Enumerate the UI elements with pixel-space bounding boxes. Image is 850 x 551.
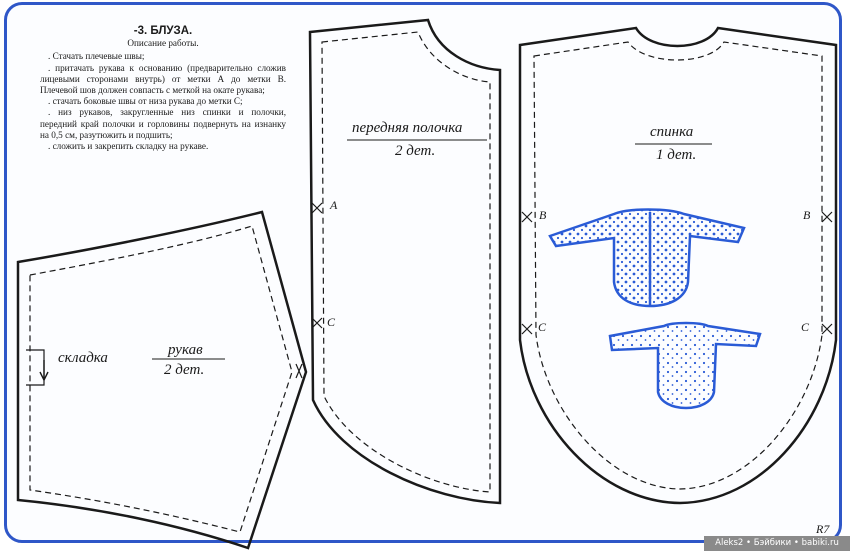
back-name-label: спинка bbox=[650, 124, 694, 140]
front-pattern-piece bbox=[308, 18, 502, 505]
section-subtitle: Описание работы. bbox=[127, 38, 199, 49]
front-mark-a: А bbox=[330, 198, 338, 212]
front-name-label: передняя полочка bbox=[352, 120, 463, 136]
back-mark-b-right: В bbox=[803, 208, 811, 222]
instruction-step: . низ рукавов, закругленные низ спинки и… bbox=[40, 107, 286, 140]
back-mark-c-right: С bbox=[801, 320, 810, 334]
sleeve-fold-label: складка bbox=[58, 350, 108, 366]
watermark-text: Aleks2 • Бэйбики • babiki.ru bbox=[704, 536, 850, 551]
work-instructions: -3. БЛУЗА. Описание работы. . Стачать пл… bbox=[40, 25, 286, 152]
page-number: R7 bbox=[816, 522, 830, 536]
instruction-step: . стачать боковые швы от низа рукава до … bbox=[48, 96, 243, 107]
back-mark-c-left: С bbox=[538, 320, 547, 334]
back-pattern-piece bbox=[518, 26, 838, 505]
page-frame bbox=[4, 2, 842, 543]
sleeve-pattern-piece bbox=[16, 210, 308, 550]
sleeve-name-label: рукав bbox=[168, 342, 203, 358]
front-count-label: 2 дет. bbox=[395, 143, 436, 159]
blouse-illustration-back-view bbox=[548, 208, 746, 308]
blouse-illustration-front-view bbox=[608, 321, 762, 410]
sleeve-count-label: 2 дет. bbox=[164, 362, 205, 378]
front-mark-c: С bbox=[327, 315, 336, 329]
instruction-step: . притачать рукава к основанию (предвари… bbox=[40, 62, 286, 96]
instruction-step: . сложить и закрепить складку на рукаве. bbox=[48, 141, 209, 152]
back-mark-b-left: В bbox=[539, 208, 547, 222]
back-count-label: 1 дет. bbox=[656, 147, 697, 163]
instruction-step: . Стачать плечевые швы; bbox=[48, 51, 145, 62]
section-title: -3. БЛУЗА. bbox=[133, 25, 193, 37]
